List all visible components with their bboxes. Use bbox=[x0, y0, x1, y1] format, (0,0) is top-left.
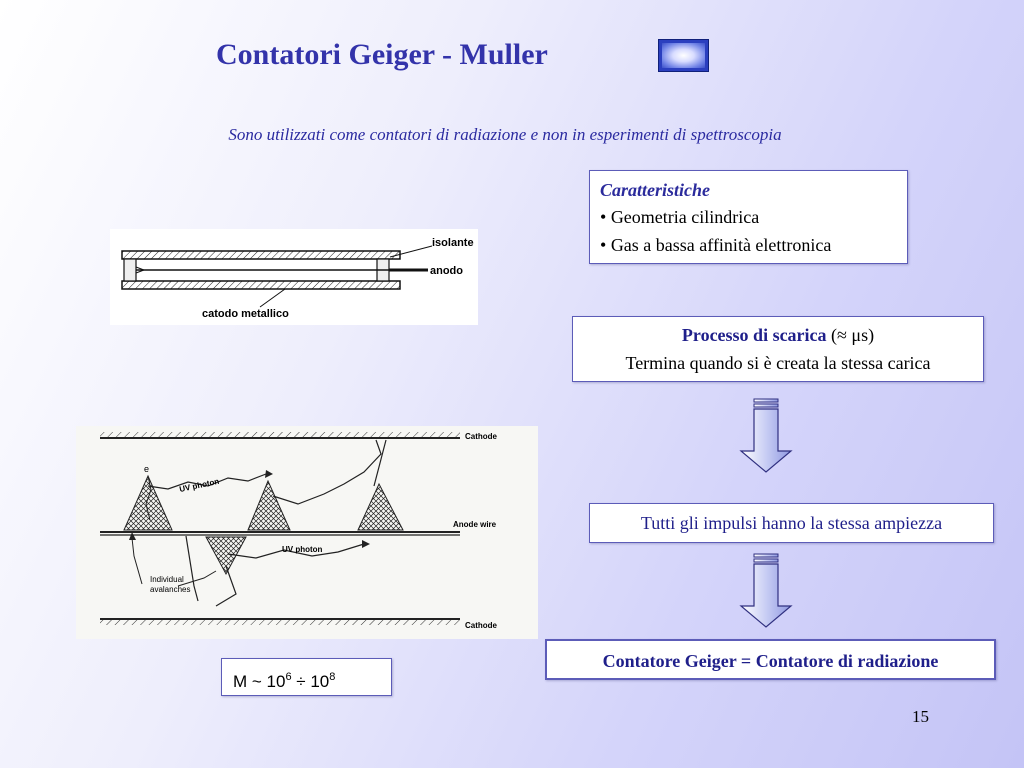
page-number: 15 bbox=[912, 707, 929, 726]
avalanche bbox=[123, 474, 173, 531]
mult-prefix: M ~ 10 bbox=[233, 672, 286, 691]
label-electron: e bbox=[144, 464, 149, 474]
label-anode: anodo bbox=[430, 265, 463, 277]
features-item-text: Geometria cilindrica bbox=[610, 207, 760, 227]
down-arrow-icon bbox=[739, 553, 793, 628]
avalanche bbox=[357, 482, 404, 531]
discharge-heading: Processo di scarica (≈ μs) bbox=[573, 321, 983, 349]
mult-separator: ÷ 10 bbox=[291, 672, 330, 691]
bullet-icon: • bbox=[600, 207, 607, 227]
cathode-wall-top bbox=[121, 250, 401, 260]
label-cathode-bottom: Cathode bbox=[465, 621, 498, 630]
features-item: • Gas a bassa affinità elettronica bbox=[600, 231, 897, 259]
label-avalanches-2: avalanches bbox=[150, 585, 190, 594]
tube-figure: isolante anodo catodo metallico bbox=[110, 229, 478, 325]
features-item: • Geometria cilindrica bbox=[600, 203, 897, 231]
discharge-timescale: (≈ μs) bbox=[831, 325, 875, 345]
label-anode-wire: Anode wire bbox=[453, 520, 497, 529]
label-uv-photon-2: UV photon bbox=[282, 545, 323, 554]
pulses-box: Tutti gli impulsi hanno la stessa ampiez… bbox=[589, 503, 994, 543]
discharge-box: Processo di scarica (≈ μs) Termina quand… bbox=[572, 316, 984, 382]
mult-exp-low: 6 bbox=[285, 671, 292, 683]
slide-title: Contatori Geiger - Muller bbox=[216, 38, 548, 71]
avalanche-figure: Cathode Cathode Anode wire e UV photon U… bbox=[76, 426, 538, 639]
label-cathode-top: Cathode bbox=[465, 432, 498, 441]
label-cathode: catodo metallico bbox=[202, 308, 289, 320]
discharge-text: Termina quando si è creata la stessa car… bbox=[625, 353, 931, 373]
features-item-text: Gas a bassa affinità elettronica bbox=[610, 235, 832, 255]
insulator-left bbox=[123, 258, 137, 282]
nav-glow bbox=[662, 43, 705, 68]
discharge-label: Processo di scarica bbox=[681, 325, 827, 345]
cathode-bottom bbox=[100, 619, 460, 625]
slide-nav-icon[interactable] bbox=[658, 39, 709, 72]
label-insulator: isolante bbox=[432, 237, 474, 249]
bullet-icon: • bbox=[600, 235, 607, 255]
down-arrow-icon bbox=[739, 398, 793, 473]
features-box: Caratteristiche • Geometria cilindrica •… bbox=[589, 170, 908, 264]
label-uv-photon-1: UV photon bbox=[179, 477, 221, 494]
avalanche bbox=[247, 479, 291, 531]
features-heading: Caratteristiche bbox=[600, 180, 711, 200]
label-avalanches-1: Individual bbox=[150, 575, 184, 584]
tube-diagram: isolante anodo catodo metallico bbox=[121, 237, 474, 320]
cathode-wall-bottom bbox=[121, 280, 401, 290]
slide-subtitle: Sono utilizzati come contatori di radiaz… bbox=[228, 125, 782, 144]
avalanche-diagram: Cathode Cathode Anode wire e UV photon U… bbox=[100, 432, 498, 630]
conclusion-box: Contatore Geiger = Contatore di radiazio… bbox=[545, 639, 996, 680]
mult-exp-high: 8 bbox=[329, 671, 336, 683]
cathode-top bbox=[100, 432, 460, 438]
multiplication-factor: M ~ 106 ÷ 108 bbox=[221, 658, 392, 696]
